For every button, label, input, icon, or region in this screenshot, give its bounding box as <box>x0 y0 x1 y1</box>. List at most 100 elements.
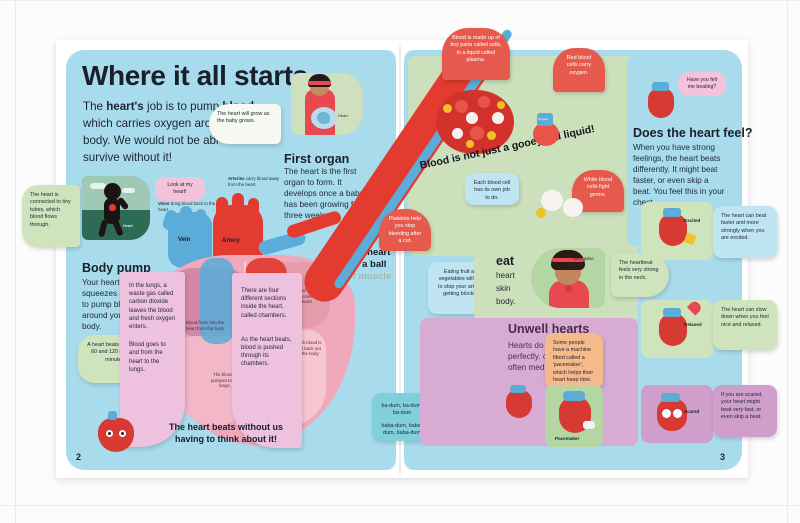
unwell-heart-character <box>506 390 532 418</box>
unwell-body: Hearts do perfectly. can often medicines <box>508 341 566 372</box>
relaxed-heart-vessels <box>663 308 681 317</box>
relaxed-flap-text: The heart can slow down when you feel ni… <box>721 307 769 328</box>
feel-heart-vessels <box>652 82 669 91</box>
runner-heart-icon <box>109 204 116 211</box>
lungs-flap[interactable]: In the lungs, a waste gas called carbon … <box>120 272 185 447</box>
heart-character-vessel <box>108 411 117 420</box>
relaxed-illustration: Relaxed <box>641 300 713 358</box>
runner-speech-bubble: Look at my heart! <box>155 177 205 201</box>
person-headband <box>308 81 331 85</box>
ball-of-muscle-heading: The heart is a ball of muscle <box>337 247 401 283</box>
scared-flap[interactable]: If you are scared, your heart might beat… <box>713 385 777 437</box>
relaxed-label: Relaxed <box>684 322 702 327</box>
aorta-branch-1 <box>216 197 228 217</box>
relaxed-heart <box>659 314 687 346</box>
heartbeat-heading: eat <box>496 254 515 268</box>
heart-beats-line-text: The heart beats without us having to thi… <box>168 422 283 444</box>
body-pump-heading: Body pump <box>82 261 151 275</box>
tiny-tubes-flap[interactable]: The heart is connected to tiny tubes, wh… <box>22 185 80 247</box>
scared-illustration: Scared <box>641 385 713 443</box>
relaxed-heart-symbol <box>686 300 704 316</box>
neck-person-headband <box>552 258 584 262</box>
white-cell-3 <box>452 128 463 139</box>
badum-flap-text: ba-dum, ba-dum, ba-dum <box>381 403 423 417</box>
book-gutter <box>399 46 401 474</box>
white-cell-1 <box>466 112 478 124</box>
runner-illustration: Heart <box>82 176 150 240</box>
pacemaker-device <box>583 421 595 429</box>
platelet-3 <box>497 101 505 109</box>
first-organ-flap-text: The heart will grow as the baby grows. <box>217 111 270 125</box>
vein-branch-2 <box>180 206 192 225</box>
feel-body: When you have strong feelings, the heart… <box>633 143 725 207</box>
runner-cloud <box>90 183 106 189</box>
chambers-flap[interactable]: There are four different sections inside… <box>232 273 302 448</box>
heart-character-pupil-right <box>121 432 124 435</box>
heart-character-pupil-left <box>108 432 111 435</box>
veins-note: Veins bring blood back to the heart. <box>158 201 220 212</box>
neck-flap-text: The heartbeat feels very strong in the n… <box>619 260 659 281</box>
chambers-flap-text-2: As the heart beats, blood is pushed thro… <box>241 336 292 368</box>
relaxed-flap[interactable]: The heart can slow down when you feel ni… <box>713 300 777 350</box>
neck-flap[interactable]: The heartbeat feels very strong in the n… <box>611 253 669 297</box>
white-cell-character-1 <box>541 190 563 211</box>
red-cells-flap[interactable]: Red blood cells carry oxygen. <box>553 48 605 92</box>
runner-body <box>104 198 120 224</box>
aorta-branch-2 <box>232 193 244 217</box>
red-cells-flap-text: Red blood cells carry oxygen. <box>566 55 592 76</box>
heart-beats-line: The heart beats without us having to thi… <box>160 421 292 445</box>
plasma-flap-text: Blood is made up of tiny parts called ce… <box>450 35 502 64</box>
left-page-number: 2 <box>76 452 82 462</box>
pacemaker-illustration: Pacemaker <box>545 385 603 447</box>
lede-text-2: job is to pump <box>143 100 223 113</box>
chambers-flap-text-1: There are four different sections inside… <box>241 288 287 319</box>
runner-head <box>104 183 121 200</box>
heart-inner-vein <box>200 258 234 344</box>
red-cell-character <box>533 122 559 146</box>
each-cell-flap[interactable]: Each blood cell has its own job to do. <box>465 173 519 205</box>
feel-heading: Does the heart feel? <box>633 126 753 140</box>
excited-heart <box>659 214 687 246</box>
veins-note-bold: Veins <box>158 201 170 206</box>
excited-flap-text: The heart can beat faster and more stron… <box>721 213 767 242</box>
lede-line-3: which carries oxygen around <box>83 117 231 130</box>
pacemaker-flap-text: Some people have a machine fitted called… <box>553 340 594 384</box>
scan-edge-line-left <box>15 0 16 523</box>
first-organ-heart-label: Heart <box>338 113 348 118</box>
excited-flap[interactable]: The heart can beat faster and more stron… <box>713 206 777 258</box>
heartbeat-body-line-2: skin <box>496 284 511 293</box>
arteries-note-bold: Arteries <box>228 176 245 181</box>
excited-illustration: Excited <box>641 202 713 260</box>
first-organ-flap[interactable]: The heart will grow as the baby grows. <box>209 104 281 144</box>
red-cell-2 <box>478 96 490 108</box>
each-cell-flap-text: Each blood cell has its own job to do. <box>473 180 511 201</box>
pacemaker-heart-vessels <box>563 391 585 401</box>
unwell-heart-vessels <box>510 385 526 393</box>
heartbeat-body-line-3: body. <box>496 297 516 306</box>
veins-note-text: bring blood back to the heart. <box>158 201 216 212</box>
unwell-panel <box>420 318 638 446</box>
page-title: Where it all starts <box>82 60 308 91</box>
platelets-flap[interactable]: Platelets help you stop bleeding after a… <box>379 209 431 251</box>
vein-label: Vein <box>178 237 191 243</box>
lede-text-1: The <box>83 100 107 113</box>
lede-line-5: survive without it! <box>83 151 172 164</box>
white-cell-character-2 <box>563 198 583 217</box>
ball-heading-line-3: of muscle <box>346 271 392 282</box>
scared-label: Scared <box>684 409 700 414</box>
body-pump-body: Your heart squeezes in and to pump blood… <box>82 278 142 331</box>
white-cells-flap-text: White blood cells fight germs. <box>583 177 613 198</box>
feel-heart-character <box>648 88 674 118</box>
arteries-blocked-flap-text: Eating fruit and vegetables will help to… <box>438 269 486 298</box>
pacemaker-label: Pacemaker <box>555 436 580 441</box>
feel-speech-bubble: Have you felt me beating? <box>678 72 726 96</box>
plasma-flap[interactable]: Blood is made up of tiny parts called ce… <box>442 28 510 80</box>
artery-label: Artery <box>222 238 240 244</box>
red-cell-1 <box>455 100 468 113</box>
pacemaker-flap[interactable]: Some people have a machine fitted called… <box>545 333 603 389</box>
scared-flap-text: If you are scared, your heart might beat… <box>721 392 763 421</box>
right-page-number: 3 <box>720 452 726 462</box>
aorta-branch-3 <box>248 198 259 218</box>
platelet-2 <box>487 131 496 140</box>
feel-bubble-text: Have you felt me beating? <box>686 77 718 90</box>
